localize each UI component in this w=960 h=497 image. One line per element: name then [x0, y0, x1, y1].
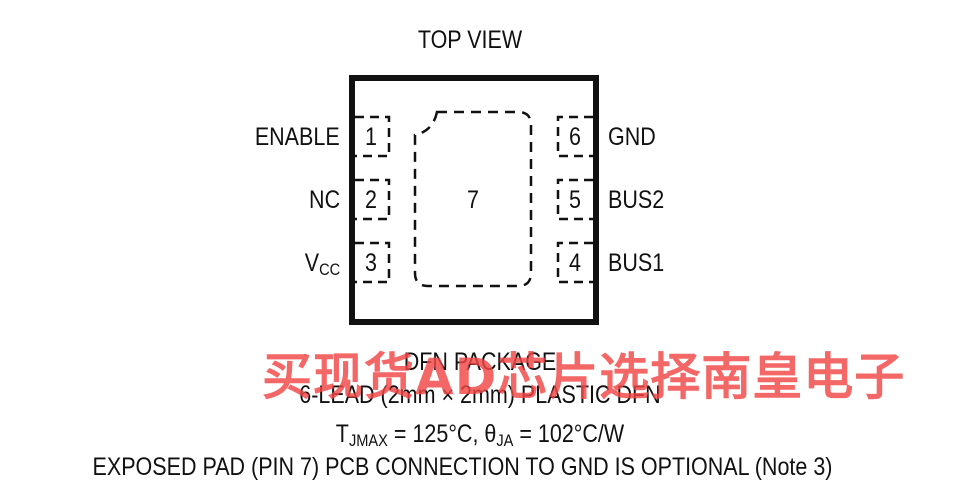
pin-label-nc: NC — [308, 186, 340, 214]
pin-number-5: 5 — [569, 186, 581, 214]
caption-package: DFN PACKAGE — [403, 348, 557, 376]
pin-label-enable: ENABLE — [255, 123, 340, 151]
pin-number-3: 3 — [365, 249, 377, 277]
pin-pad-5 — [556, 178, 593, 221]
caption-lead: 6-LEAD (2mm × 2mm) PLASTIC DFN — [299, 381, 661, 409]
pin-pad-2 — [355, 178, 391, 221]
pin-number-2: 2 — [365, 186, 377, 214]
pin-number-4: 4 — [569, 249, 581, 277]
pin-pad-6 — [556, 115, 593, 158]
pin-pad-3 — [355, 241, 391, 284]
pin-label-vcc: VCC — [304, 249, 340, 279]
exposed-pad-outline — [413, 110, 533, 288]
pin-number-7: 7 — [467, 186, 479, 214]
pin-pad-4 — [556, 241, 593, 284]
diagram-title: TOP VIEW — [417, 26, 523, 54]
package-body — [349, 75, 599, 325]
caption-thermal: TJMAX = 125°C, θJA = 102°C/W — [335, 420, 625, 450]
pin-label-bus1: BUS1 — [608, 249, 665, 277]
pin-number-1: 1 — [365, 123, 377, 151]
pin-label-gnd: GND — [608, 123, 656, 151]
pin-label-bus2: BUS2 — [608, 186, 665, 214]
watermark: 买现货AD芯片选择南皇电子 — [262, 348, 906, 406]
pin-number-6: 6 — [569, 123, 581, 151]
pin-pad-1 — [355, 115, 391, 158]
caption-exposed-pad-note: EXPOSED PAD (PIN 7) PCB CONNECTION TO GN… — [92, 453, 833, 481]
